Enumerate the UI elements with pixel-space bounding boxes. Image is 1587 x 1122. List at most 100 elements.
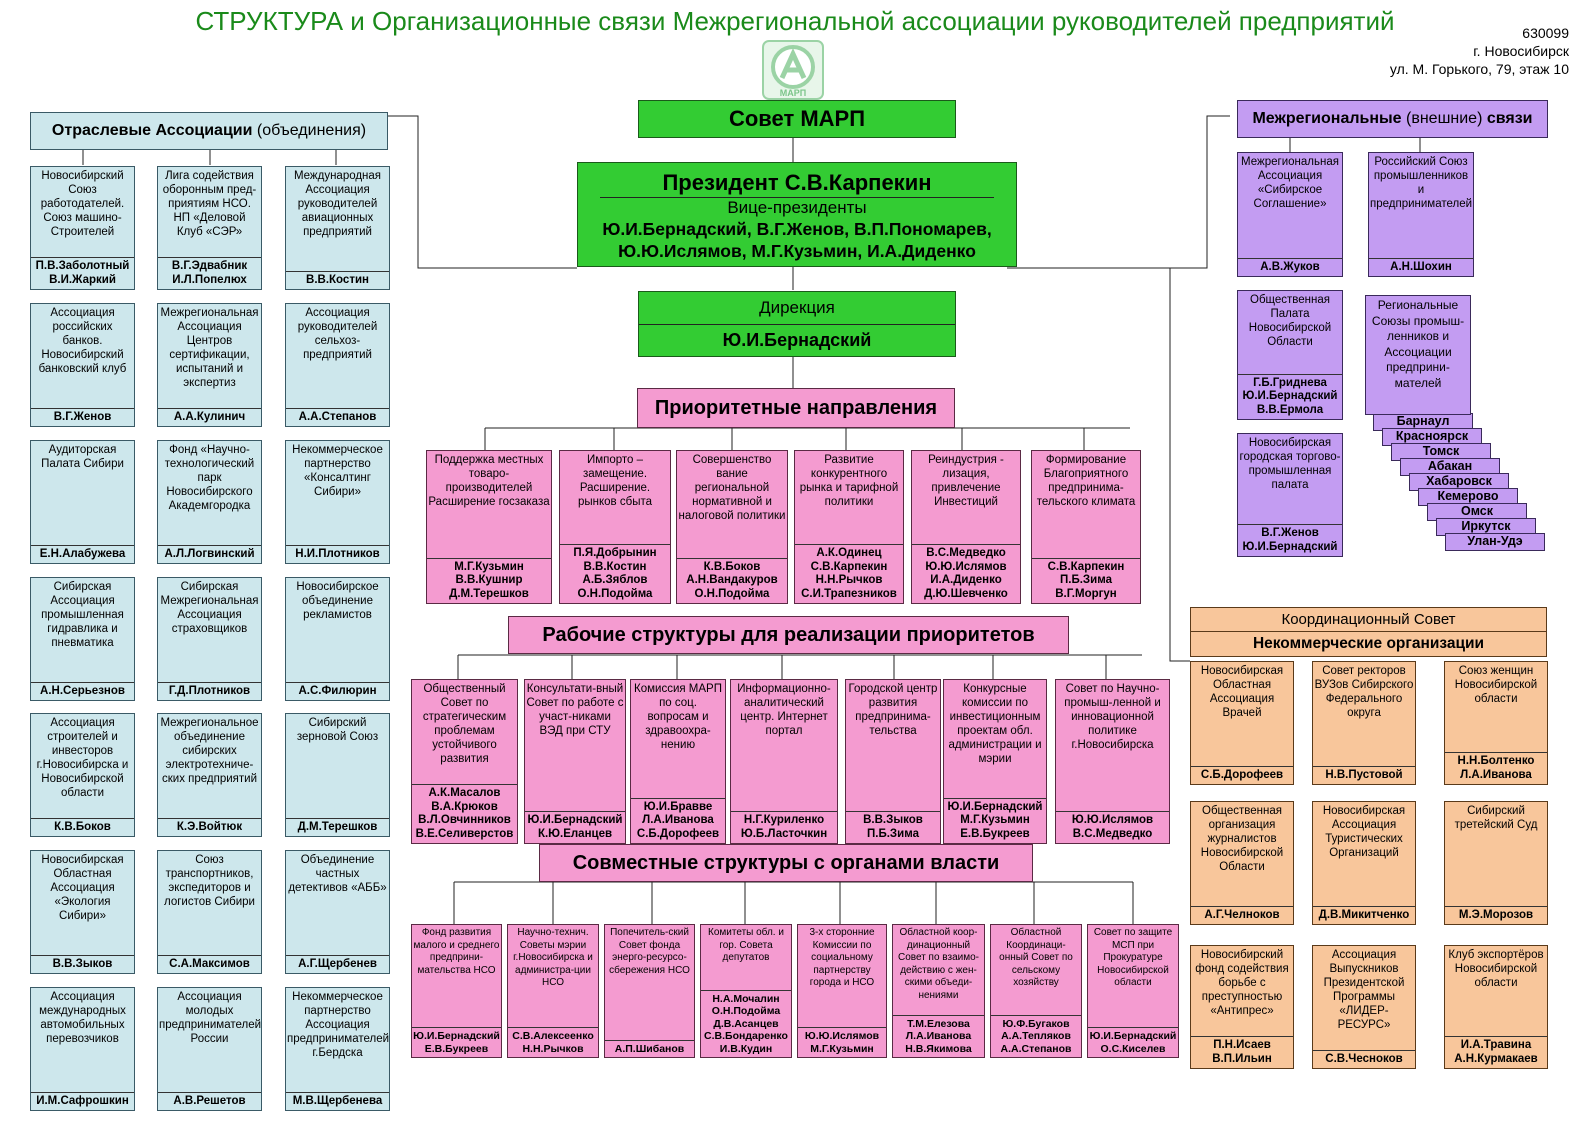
org-name: Областной Координаци-онный Совет по сель… [999, 927, 1073, 988]
org-people: А.Н.Шохин [1369, 257, 1473, 277]
org-people: Ю.И.Бернадский Е.В.Букреев [412, 1027, 501, 1057]
org-name: Клуб экспортёров Новосибирской области [1448, 949, 1544, 989]
org-box: Попечитель-ский Совет фонда энерго-ресур… [604, 924, 695, 1058]
org-name: Ассоциация руководителей сельхоз-предпри… [297, 307, 378, 361]
president-name: Президент С.В.Карпекин [600, 169, 994, 198]
org-people: Т.М.Елезова Л.А.Иванова Н.В.Якимова [893, 1014, 984, 1058]
org-name: Сибирский зерновой Союз [296, 717, 379, 743]
org-people: Е.Н.Алабужева [31, 544, 134, 564]
org-box: Новосибирская Областная Ассоциация «Экол… [30, 850, 135, 974]
address-city: г. Новосибирск [1473, 43, 1569, 59]
org-box: Российский Союз промышленников и предпри… [1368, 152, 1474, 277]
org-people: Ю.И.Бернадский О.С.Киселев [1088, 1027, 1178, 1057]
org-box: Комиссия МАРП по соц. вопросам и здравоо… [630, 679, 726, 844]
org-box: Совет по защите МСП при Прокуратуре Ново… [1087, 924, 1179, 1058]
org-box: Некоммерческое партнерство Ассоциация пр… [285, 987, 390, 1111]
org-people: Г.Д.Плотников [158, 681, 261, 701]
org-box: Ассоциация российских банков. Новосибирс… [30, 303, 135, 427]
org-box: Общественный Совет по стратегическим про… [411, 679, 518, 844]
external-header-normal: (внешние) [1401, 110, 1487, 127]
org-people: В.В.Зыков П.Б.Зима [846, 811, 940, 843]
branch-header: Отраслевые Ассоциации (объединения) [30, 112, 388, 150]
org-box: Новосибирская городская торгово-промышле… [1237, 433, 1343, 557]
external-header-bold2: связи [1486, 110, 1533, 127]
org-people: В.Г.Женов [31, 407, 134, 427]
org-name: Формирование Благоприятного предпринима-… [1036, 454, 1136, 508]
org-name: Фонд «Научно-технологический парк Новоси… [164, 444, 255, 512]
org-name: Новосибирский фонд содействия борьбе с п… [1195, 949, 1289, 1017]
org-box: Совершенство вание региональной норматив… [676, 450, 788, 604]
org-name: Объединение частных детективов «АББ» [288, 854, 387, 894]
org-name: Комитеты обл. и гор. Совета депутатов [708, 927, 784, 963]
org-people: Н.И.Плотников [286, 544, 389, 564]
org-people: А.П.Шибанов [605, 1039, 694, 1058]
org-name: Городской центр развития предпринима-тел… [848, 683, 938, 737]
org-people: А.А.Степанов [286, 407, 389, 427]
page-title: СТРУКТУРА и Организационные связи Межрег… [195, 6, 1395, 36]
org-name: Ассоциация российских банков. Новосибирс… [38, 307, 127, 375]
org-box: Межрегиональное объединение сибирских эл… [157, 713, 262, 837]
org-people: И.М.Сафрошкин [31, 1091, 134, 1111]
org-name: Развитие конкурентного рынка и тарифной … [799, 454, 899, 508]
city-card: Кемерово [1418, 488, 1518, 506]
org-name: Союз транспортников, экспедиторов и логи… [163, 854, 255, 908]
org-box: Объединение частных детективов «АББ» А.Г.… [285, 850, 390, 974]
external-header: Межрегиональные (внешние) связи [1237, 100, 1548, 138]
org-name: Импорто – замещение. Расширение. рынков … [577, 454, 652, 508]
org-box: Союз транспортников, экспедиторов и логи… [157, 850, 262, 974]
org-people: В.Г.Эдвабник И.Л.Попелюх [158, 257, 261, 289]
org-box: Лига содействия оборонным пред-приятиям … [157, 166, 262, 290]
org-name: Совет по Научно-промыш-ленной и инноваци… [1064, 683, 1161, 751]
postal-code: 630099 [1522, 25, 1569, 41]
org-people: Ю.Ю.Ислямов В.С.Медведко [1056, 811, 1169, 843]
org-box: Реиндустрия - лизация, привлечение Инвес… [911, 450, 1021, 604]
joint-header: Совместные структуры с органами власти [539, 844, 1033, 882]
org-name: Попечитель-ский Совет фонда энерго-ресур… [609, 927, 690, 976]
org-name: Совершенство вание региональной норматив… [678, 454, 786, 522]
org-people: С.В.Чесноков [1313, 1049, 1415, 1069]
org-box: Межрегиональная Ассоциация «Сибирское Со… [1237, 152, 1343, 277]
org-box: Фонд развития малого и среднего предприн… [411, 924, 502, 1058]
org-name: Общественная организация журналистов Нов… [1200, 805, 1284, 873]
working-header: Рабочие структуры для реализации приорит… [508, 616, 1069, 654]
org-box: 3-х сторонние Комиссии по социальному па… [797, 924, 887, 1058]
directorate-label: Дирекция [639, 292, 955, 325]
org-people: В.В.Зыков [31, 954, 134, 974]
org-name: Сибирская Ассоциация промышленная гидрав… [41, 581, 124, 649]
org-box: Областной Координаци-онный Совет по сель… [990, 924, 1082, 1058]
director-name: Ю.И.Бернадский [722, 330, 872, 350]
org-box: Консультати-вный Совет по работе с участ… [524, 679, 626, 844]
org-box: Городской центр развития предпринима-тел… [845, 679, 941, 844]
org-people: Н.А.Мочалин О.Н.Подойма Д.В.Асанцев С.В.… [701, 989, 791, 1058]
org-people: М.Э.Морозов [1445, 905, 1547, 925]
org-box: Сибирская Межрегиональная Ассоциация стр… [157, 577, 262, 701]
org-name: Межрегиональная Ассоциация «Сибирское Со… [1241, 156, 1339, 210]
org-people: А.К.Одинец С.В.Карпекин Н.Н.Рычков С.И.Т… [795, 544, 903, 603]
org-people: А.А.Кулинич [158, 407, 261, 427]
president-box: Президент С.В.Карпекин Вице-президенты Ю… [577, 162, 1017, 267]
org-name: Международная Ассоциация руководителей а… [293, 170, 382, 238]
org-box: Общественная Палата Новосибирской Област… [1237, 290, 1343, 420]
org-box: Ассоциация строителей и инвесторов г.Нов… [30, 713, 135, 837]
org-box: Фонд «Научно-технологический парк Новоси… [157, 440, 262, 564]
org-people: П.Я.Добрынин В.В.Костин А.Б.Зяблов О.Н.П… [560, 544, 670, 603]
org-name: Новосибирское объединение рекламистов [296, 581, 379, 621]
marp-logo: МАРП [762, 40, 824, 100]
org-name: Ассоциация Выпускников Президентской Про… [1323, 949, 1405, 1031]
org-box: Международная Ассоциация руководителей а… [285, 166, 390, 290]
vice-line-1: Ю.И.Бернадский, В.Г.Женов, В.П.Пономарев… [602, 219, 992, 239]
org-name: Информационно-аналитический центр. Интер… [737, 683, 831, 737]
org-people: Н.Н.Болтенко Л.А.Иванова [1445, 752, 1547, 784]
org-people: А.Г.Щербенев [286, 954, 389, 974]
org-people: Ю.Ю.Ислямов М.Г.Кузьмин [798, 1027, 886, 1057]
council-box: Совет МАРП [638, 100, 956, 138]
org-name: Сибирская Межрегиональная Ассоциация стр… [160, 581, 259, 635]
org-name: Комиссия МАРП по соц. вопросам и здравоо… [634, 683, 722, 751]
org-box: Новосибирский фонд содействия борьбе с п… [1190, 945, 1294, 1069]
org-box: Научно-технич. Советы мэрии г.Новосибирс… [507, 924, 599, 1058]
